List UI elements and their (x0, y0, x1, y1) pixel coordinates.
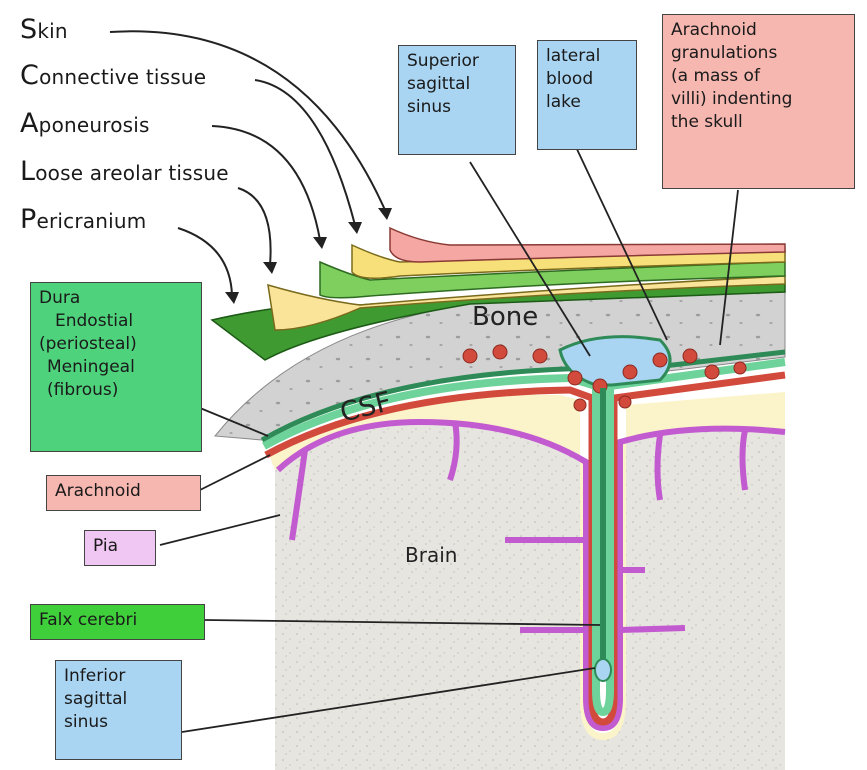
superior-box-line-2: sagittal (407, 73, 507, 96)
inferior-box-line-2: sagittal (64, 688, 173, 711)
bone-label: Bone (472, 302, 538, 332)
inferior-sagittal-sinus-label-box: Inferior sagittal sinus (55, 660, 182, 760)
arachnoid-box-text: Arachnoid (55, 480, 192, 503)
dura-title: Dura (39, 287, 193, 310)
pia-label-box: Pia (84, 530, 156, 566)
gran-box-line-1: Arachnoid (671, 19, 846, 42)
falx-box-text: Falx cerebri (39, 609, 196, 632)
falx-cerebri-label-box: Falx cerebri (30, 604, 205, 640)
gran-box-line-2: granulations (671, 42, 846, 65)
gran-box-line-4: villi) indenting (671, 88, 846, 111)
inferior-sagittal-sinus (595, 659, 611, 681)
lateral-blood-lake-label-box: lateral blood lake (537, 40, 637, 150)
arachnoid-granulations-label-box: Arachnoid granulations (a mass of villi)… (662, 14, 855, 189)
lake-box-line-2: blood (546, 68, 628, 91)
superior-sagittal-sinus-label-box: Superior sagittal sinus (398, 45, 516, 155)
scalp-label-loose-areolar: Loose areolar tissue (20, 156, 229, 187)
gran-box-line-3: (a mass of (671, 65, 846, 88)
superior-box-line-1: Superior (407, 50, 507, 73)
dura-endostial: Endostial (39, 310, 193, 333)
gran-box-line-5: the skull (671, 111, 846, 134)
lake-box-line-3: lake (546, 91, 628, 114)
brain-label: Brain (405, 543, 457, 567)
dura-periosteal: (periosteal) (39, 333, 193, 356)
arachnoid-label-box: Arachnoid (46, 475, 201, 511)
inferior-box-line-3: sinus (64, 711, 173, 734)
superior-box-line-3: sinus (407, 96, 507, 119)
dura-fibrous: (fibrous) (39, 379, 193, 402)
scalp-label-pericranium: Pericranium (20, 204, 146, 235)
inferior-box-line-1: Inferior (64, 665, 173, 688)
scalp-label-connective: Connective tissue (20, 60, 206, 91)
scalp-label-aponeurosis: Aponeurosis (20, 108, 150, 139)
pia-box-text: Pia (93, 535, 147, 558)
brain-region (275, 420, 785, 770)
scalp-label-skin: Skin (20, 14, 68, 45)
dura-label-box: Dura Endostial (periosteal) Meningeal (f… (30, 282, 202, 452)
dura-meningeal: Meningeal (39, 356, 193, 379)
lake-box-line-1: lateral (546, 45, 628, 68)
